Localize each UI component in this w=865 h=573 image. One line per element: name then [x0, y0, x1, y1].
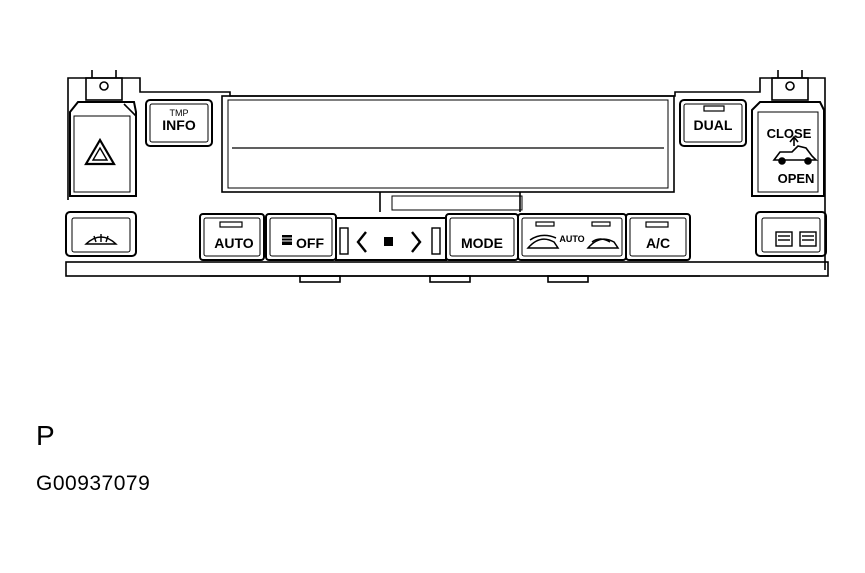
- dual-button[interactable]: [679, 99, 747, 147]
- hazard-triangle-icon: [84, 137, 116, 166]
- fan-icon: [282, 235, 292, 245]
- fan-small-icon: [384, 237, 393, 246]
- right-mounting-tab: [771, 70, 809, 101]
- rear-defrost-button[interactable]: [755, 211, 827, 257]
- tmp-info-label-line2: INFO: [162, 117, 196, 133]
- display-window: [221, 95, 675, 212]
- ac-button[interactable]: [625, 213, 691, 261]
- recirc-auto-label: AUTO: [559, 234, 584, 244]
- close-label: CLOSE: [767, 126, 812, 141]
- figure-code: G00937079: [36, 472, 151, 495]
- auto-button[interactable]: [199, 213, 265, 261]
- convertible-car-icon: [772, 135, 818, 165]
- fan-off-label: OFF: [296, 235, 324, 251]
- rear-defroster-icon: [775, 231, 817, 247]
- tmp-info-button[interactable]: [145, 99, 213, 147]
- hazard-button[interactable]: [69, 101, 137, 197]
- mode-label: MODE: [461, 235, 503, 251]
- dual-label: DUAL: [694, 117, 733, 133]
- fresh-air-car-icon: [526, 234, 560, 249]
- view-letter: P: [36, 420, 55, 451]
- open-label: OPEN: [778, 171, 815, 186]
- fan-speed-arrows: [356, 231, 422, 253]
- recirculation-car-icon: [586, 238, 620, 249]
- left-mounting-tab: [85, 70, 123, 101]
- close-open-button[interactable]: [751, 101, 825, 197]
- tmp-info-label-line1: TMP: [170, 108, 189, 118]
- auto-label: AUTO: [214, 235, 254, 251]
- front-defroster-icon: [84, 234, 118, 245]
- front-defrost-button[interactable]: [65, 211, 137, 257]
- ac-label: A/C: [646, 235, 670, 251]
